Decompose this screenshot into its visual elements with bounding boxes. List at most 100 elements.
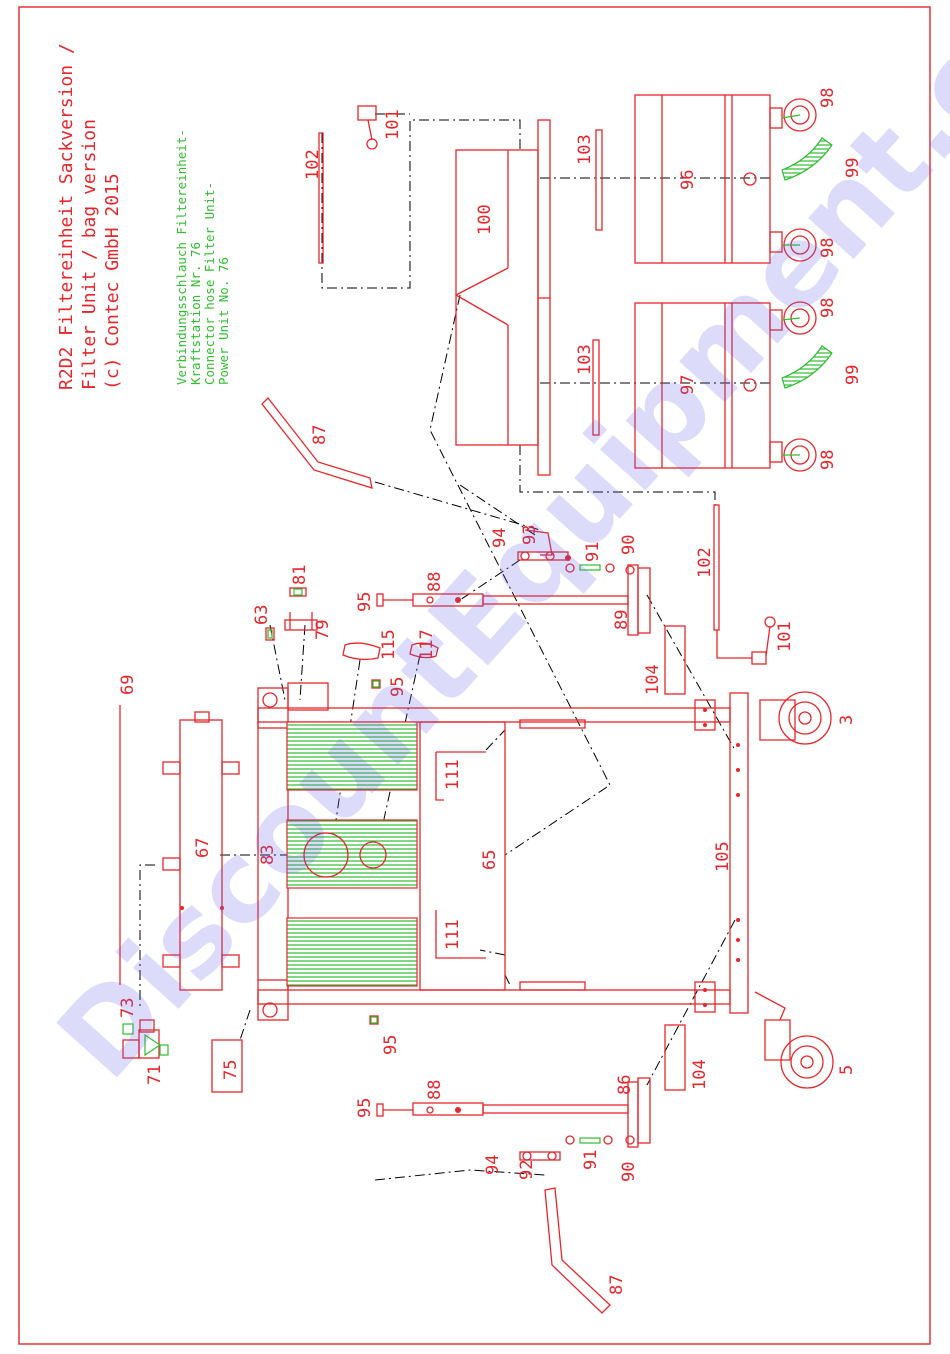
filter-bag-103-top	[595, 129, 603, 231]
part-labels: 101 102 100 103 103 96 97 98 98 98 98 99…	[118, 88, 863, 1295]
label-part-95b: 95	[388, 677, 408, 697]
label-part-103a: 103	[575, 134, 595, 165]
filter-cartridge-2	[286, 819, 418, 889]
label-part-103b: 103	[575, 344, 595, 375]
handle-87-top	[261, 397, 373, 489]
plate-115-hole	[303, 832, 349, 878]
label-part-101b: 101	[775, 621, 795, 652]
label-part-99a: 99	[843, 158, 863, 178]
label-part-69: 69	[118, 675, 138, 695]
note-line-1: Verbindungsschlauch Filtereinheit-	[174, 129, 189, 385]
label-part-111a: 111	[443, 759, 463, 790]
label-part-3: 3	[837, 715, 857, 725]
label-part-65: 65	[480, 850, 500, 870]
label-part-102b: 102	[695, 547, 715, 578]
label-part-105: 105	[713, 841, 733, 872]
label-part-89: 89	[612, 610, 632, 630]
hose-102-top	[318, 132, 324, 264]
coupling-101-bottom	[716, 616, 776, 665]
suction-hose-99-a	[781, 137, 833, 181]
label-part-91b: 91	[581, 1150, 601, 1170]
label-part-87b: 87	[607, 1275, 627, 1295]
filter-bag-103-bottom	[592, 339, 600, 436]
caster-98-a	[769, 98, 817, 132]
label-part-95c: 95	[381, 1035, 401, 1055]
label-part-67: 67	[193, 838, 213, 858]
label-part-88a: 88	[425, 572, 445, 592]
label-part-98d: 98	[818, 450, 838, 470]
label-part-79: 79	[313, 620, 333, 640]
knob-95-frame	[371, 679, 381, 689]
manifold-67	[162, 711, 240, 991]
label-part-73: 73	[118, 998, 138, 1018]
note-line-4: Power Unit No. 76	[216, 257, 231, 385]
label-part-96: 96	[678, 170, 698, 190]
label-part-95d: 95	[355, 1098, 375, 1118]
label-part-94b: 94	[483, 1155, 503, 1175]
label-part-97: 97	[678, 375, 698, 395]
screw-63	[265, 627, 275, 641]
bracket-104-top	[664, 625, 686, 695]
label-part-5: 5	[837, 1065, 857, 1075]
label-part-87a: 87	[310, 425, 330, 445]
note-line-3: Connector hose Filter Unit-	[202, 182, 217, 385]
handle-87-bottom	[544, 1187, 611, 1314]
label-part-98c: 98	[818, 298, 838, 318]
label-part-104b: 104	[690, 1059, 710, 1090]
wheel-5	[754, 991, 834, 1089]
drum-96	[634, 94, 771, 264]
connector-hose-note: Verbindungsschlauch Filtereinheit- Kraft…	[174, 129, 231, 385]
label-part-117: 117	[417, 629, 437, 660]
plate-117-hole	[359, 841, 387, 869]
label-part-75: 75	[221, 1060, 241, 1080]
title-line-3: (c) Contec GmbH 2015	[102, 173, 123, 390]
suction-hose-99-b	[781, 345, 833, 389]
label-part-111b: 111	[443, 919, 463, 950]
knob-95-lower	[369, 1015, 379, 1025]
label-part-98b: 98	[818, 238, 838, 258]
bracket-111-bottom	[435, 910, 486, 959]
drawing-frame	[18, 6, 931, 1345]
label-part-93: 93	[520, 525, 540, 545]
label-part-88b: 88	[425, 1080, 445, 1100]
label-part-71: 71	[145, 1065, 165, 1085]
label-part-86: 86	[615, 1075, 635, 1095]
label-part-100: 100	[475, 204, 495, 235]
label-part-92: 92	[517, 1160, 537, 1180]
cover-117	[409, 642, 439, 659]
title-line-2: Filter Unit / bag version	[79, 119, 100, 390]
label-part-102a: 102	[303, 149, 323, 180]
label-part-63: 63	[252, 605, 272, 625]
label-part-104a: 104	[643, 664, 663, 695]
caster-98-c	[769, 301, 817, 335]
bracket-111-top	[435, 751, 486, 801]
title-line-1: R2D2 Filtereinheit Sackversion /	[56, 43, 77, 390]
caster-98-b	[769, 228, 817, 262]
frame-holes	[703, 708, 740, 1007]
filter-cartridge-3	[286, 917, 418, 987]
coupling-101-top	[357, 105, 378, 150]
label-part-94a: 94	[490, 528, 510, 548]
box-75	[211, 1039, 243, 1093]
bracket-79	[284, 612, 318, 631]
cover-115	[342, 642, 381, 661]
label-part-101a: 101	[383, 109, 403, 140]
label-part-115: 115	[379, 629, 399, 660]
axle-assembly-bottom	[376, 1077, 651, 1161]
label-part-95a: 95	[355, 592, 375, 612]
filter-housing-65	[419, 719, 586, 991]
label-part-83: 83	[258, 845, 278, 865]
label-part-81: 81	[290, 565, 310, 585]
note-line-2: Kraftstation Nr. 76	[188, 242, 203, 385]
title-block: R2D2 Filtereinheit Sackversion / Filter …	[56, 43, 123, 390]
caster-98-d	[769, 438, 817, 472]
wheel-3	[759, 691, 832, 745]
bolt-81	[289, 587, 307, 597]
bracket-104-bottom	[664, 1024, 686, 1091]
axle-assembly-top	[376, 529, 651, 636]
label-part-99b: 99	[843, 365, 863, 385]
label-part-91a: 91	[583, 542, 603, 562]
container-lid-100	[455, 119, 551, 476]
valve-71	[122, 1029, 169, 1059]
